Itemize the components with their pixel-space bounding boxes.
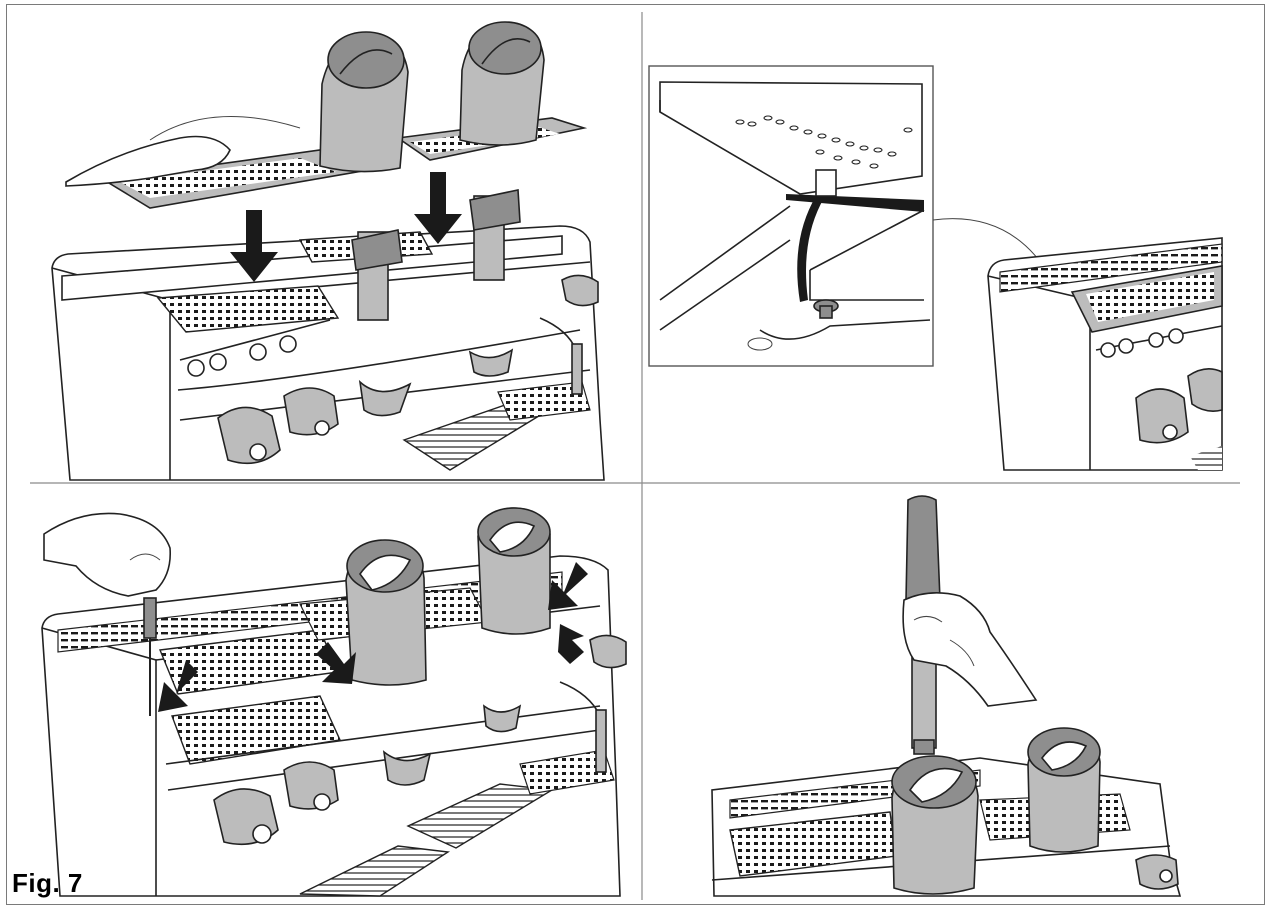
diagonal-arrow-icon	[548, 562, 588, 610]
panel-top-right	[648, 65, 1223, 471]
hand-icon	[43, 512, 172, 597]
cup-front	[891, 755, 979, 895]
panel-bottom-left	[41, 507, 627, 897]
diagonal-arrow-icon	[558, 624, 584, 664]
cup-left	[319, 31, 409, 173]
down-arrow-icon	[414, 172, 462, 244]
cup-left-installed	[345, 539, 427, 686]
diagonal-arrow-icon	[158, 660, 198, 712]
screwdriver-icon	[143, 597, 157, 716]
figure-frame	[6, 4, 1265, 905]
panel-bottom-right	[711, 495, 1182, 897]
down-arrow-icon	[230, 210, 278, 282]
diagonal-arrow-icon	[316, 642, 356, 684]
figure-label: Fig. 7	[12, 868, 83, 898]
panel-top-left	[51, 21, 605, 481]
cup-right	[459, 21, 545, 146]
hand-icon	[65, 135, 231, 187]
cup-right-installed	[477, 507, 551, 635]
hand-icon	[902, 592, 1038, 707]
cup-back	[1027, 727, 1101, 853]
